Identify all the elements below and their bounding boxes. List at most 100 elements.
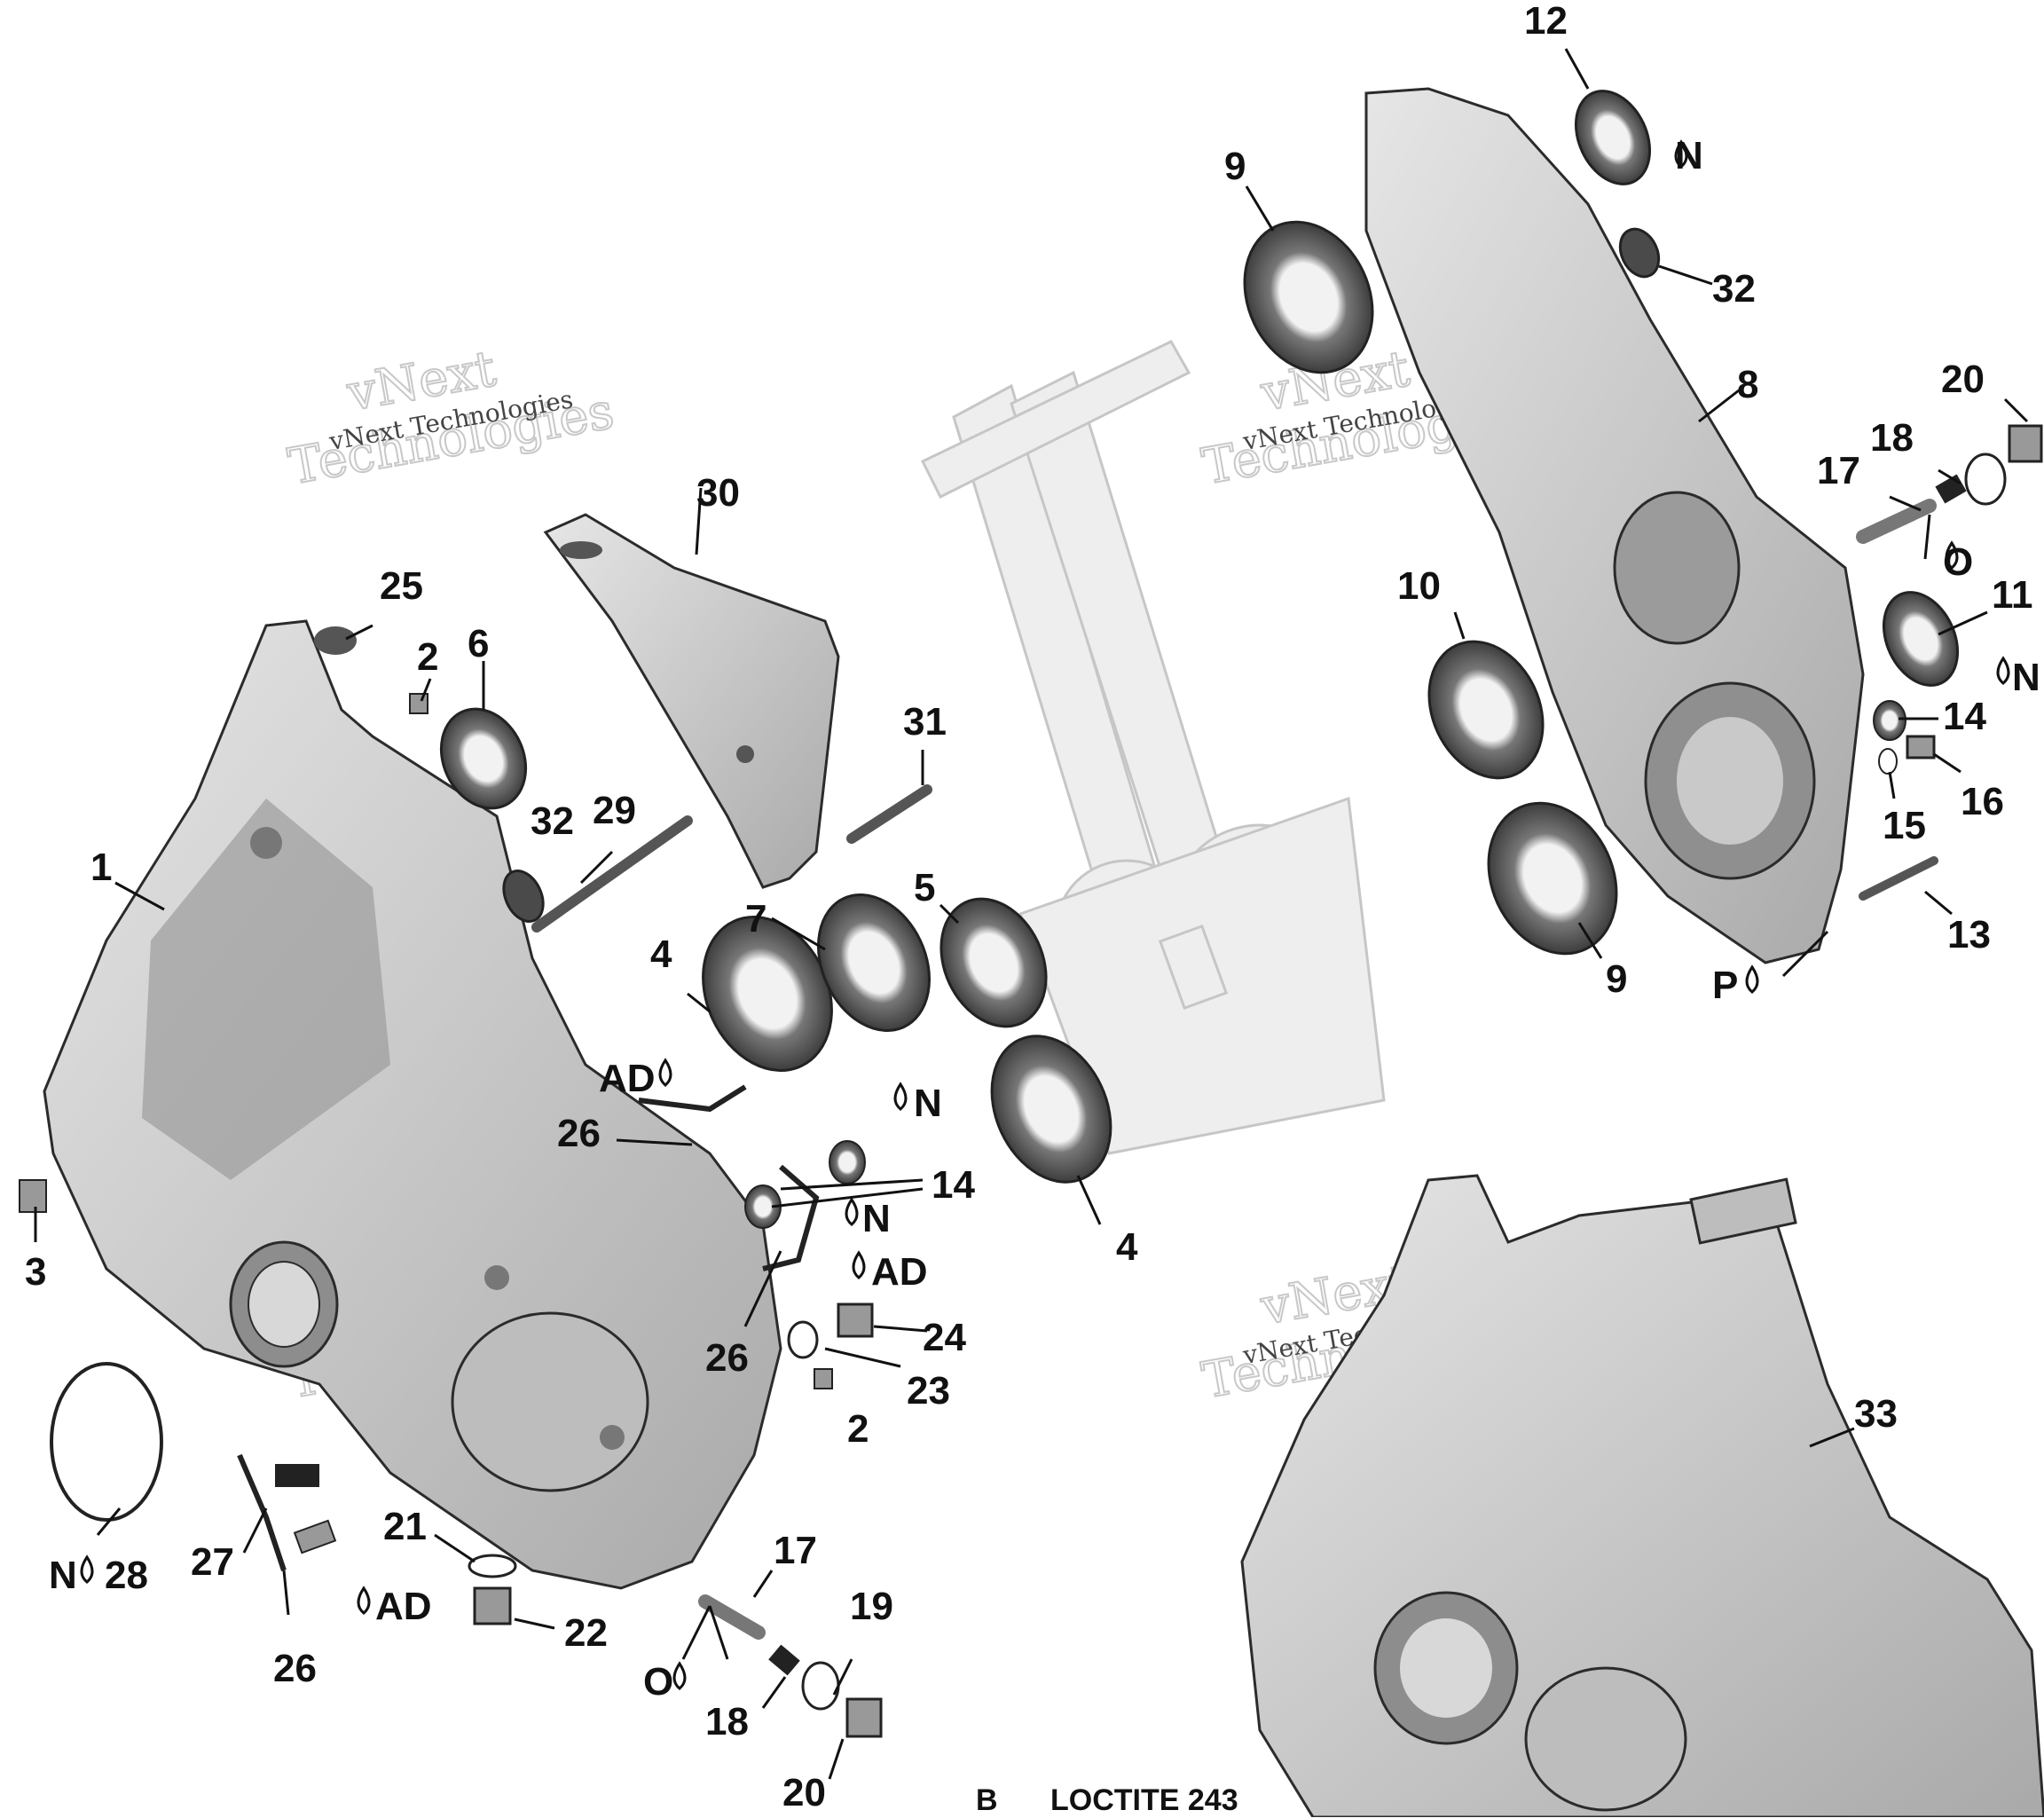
oring-19-right [1964,453,2007,506]
service-codes: N N O N N AD AD AD N O P [49,134,2040,1704]
plug-20-right [2008,424,2043,463]
ghost-gear-assembly [920,340,1386,1155]
callout-9-top: 9 [1224,145,1246,188]
bolt-31 [846,784,932,844]
leader-lines [34,48,2029,1780]
oring-19 [801,1661,840,1711]
callout-10: 10 [1397,564,1441,608]
bolt-29 [531,815,693,933]
sensor-26-left [293,1519,337,1554]
callout-32-top: 32 [1712,267,1756,311]
code-O: O [643,1660,673,1704]
seal-32-left [502,870,545,923]
callout-17-right: 17 [1817,449,1860,492]
callout-6: 6 [468,622,489,665]
callout-11: 11 [1992,573,2033,617]
callout-20-right: 20 [1941,358,1985,401]
drop-icon [357,1586,371,1615]
drop-icon [1745,964,1759,994]
bearing-6 [439,707,528,810]
callout-7: 7 [745,897,766,940]
sensor-27-body [275,1464,319,1487]
footer-product: LOCTITE 243 [1050,1783,1238,1817]
code-N: N [862,1197,891,1240]
bearing-9-top [1243,220,1374,374]
plug-22 [473,1586,512,1625]
callout-labels: 1 2 2 3 4 4 5 6 7 8 9 9 10 11 12 13 14 1… [25,0,2033,1814]
code-AD: AD [375,1585,432,1628]
callout-4-right: 4 [1116,1225,1138,1269]
callout-32-left: 32 [531,799,574,843]
drop-icon [80,1554,94,1584]
drop-icon [893,1082,908,1111]
cover-part-8 [1364,87,1865,964]
callout-14-left: 14 [932,1163,975,1207]
bearing-4-right [990,1035,1112,1184]
code-AD: AD [599,1057,656,1100]
drop-icons [80,139,2010,1690]
callout-23: 23 [907,1369,950,1413]
oring-28 [50,1362,163,1522]
oring-15 [1878,748,1898,775]
callout-27: 27 [191,1540,234,1584]
cap-25 [314,626,357,655]
callout-2-top: 2 [417,635,438,679]
code-N: N [914,1082,942,1125]
code-N: N [1675,134,1703,177]
main-housing-part-1 [43,619,782,1590]
bearing-5 [939,897,1048,1028]
seal-7 [817,893,931,1033]
seal-12 [1574,90,1652,185]
code-AD: AD [871,1250,928,1294]
bearing-10 [1427,640,1545,780]
callout-9-bottom: 9 [1606,957,1627,1001]
callout-14-right: 14 [1943,695,1986,738]
callout-22: 22 [564,1611,608,1655]
shaft-17-right [1856,499,1937,544]
sensor-27 [237,1453,287,1571]
seal-14-a [829,1140,866,1184]
callout-5: 5 [914,866,935,909]
callout-12: 12 [1524,0,1568,43]
callout-17-left: 17 [774,1529,817,1572]
callout-19: 19 [850,1585,893,1628]
callout-13: 13 [1947,913,1991,956]
drop-icon [852,1250,866,1279]
drop-icon [672,1661,687,1690]
callout-18-left: 18 [705,1700,749,1743]
drop-icon [1996,656,2010,685]
footer-code: B [976,1783,998,1817]
callout-18-right: 18 [1870,416,1914,460]
callout-8: 8 [1737,363,1758,406]
callout-31: 31 [903,700,947,744]
seal-14-c [1873,700,1906,741]
seal-32-top [1618,227,1661,279]
sensor-wire-26-top [638,1084,747,1113]
callout-20-left: 20 [782,1771,826,1814]
drop-icon [1674,139,1688,169]
dowel-3 [19,1179,47,1213]
bolt-13 [1859,856,1938,901]
callout-4-left: 4 [650,933,672,976]
callout-26-top: 26 [557,1112,601,1155]
dowel-2-bottom [814,1368,833,1389]
drop-icon [1945,540,1959,570]
plug-16 [1906,735,1936,759]
callout-30: 30 [696,471,740,515]
callout-21: 21 [383,1505,427,1548]
callout-16: 16 [1961,780,2004,823]
callout-26-bottom: 26 [273,1647,317,1690]
footer-legend: B LOCTITE 243 [976,1783,1283,1818]
plug-24 [837,1303,874,1338]
sensor-wire-26-mid [762,1164,820,1271]
callout-33: 33 [1854,1392,1898,1436]
callout-29: 29 [593,789,636,832]
code-N: N [49,1554,77,1597]
bracket-part-30 [543,513,840,889]
code-P: P [1712,964,1738,1007]
callout-15: 15 [1883,804,1926,847]
assembled-housing-part-33 [1240,1174,2044,1817]
callout-3: 3 [25,1250,46,1294]
drop-icon [845,1197,859,1226]
